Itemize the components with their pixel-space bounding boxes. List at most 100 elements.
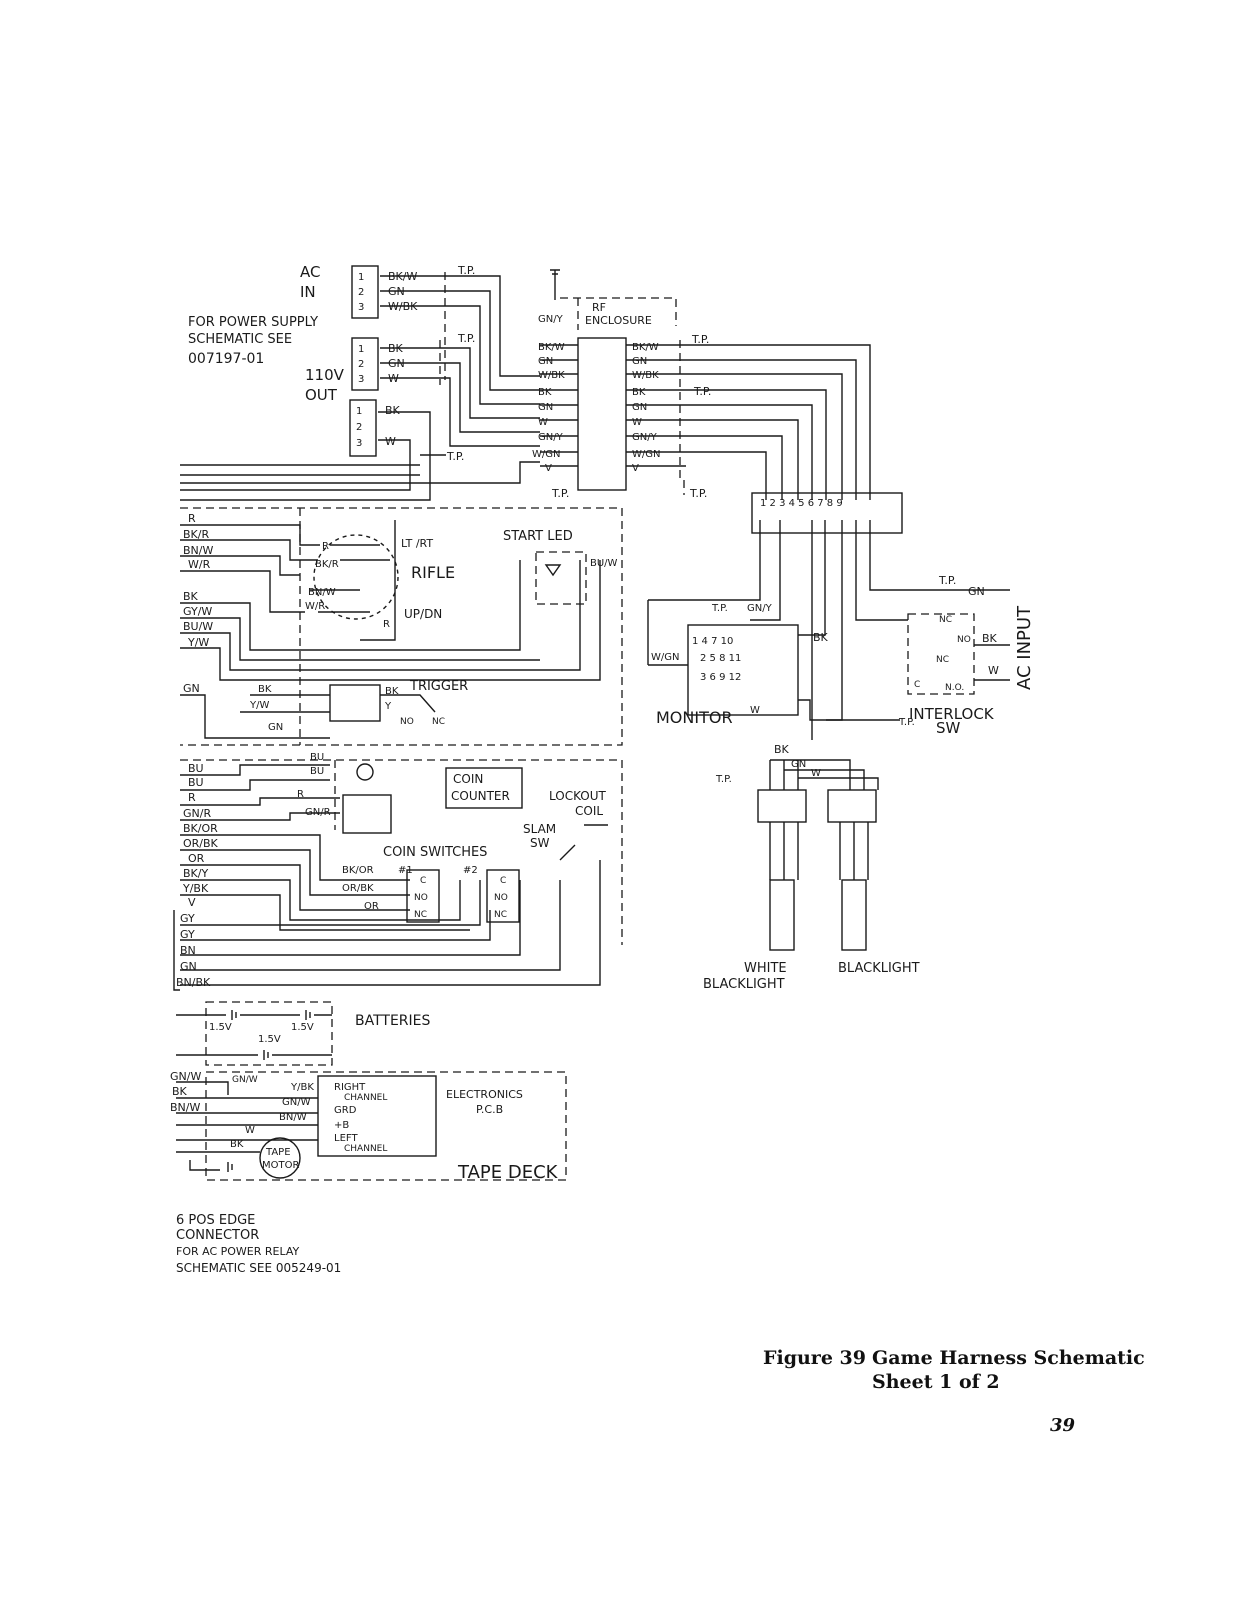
blacklight-label: BLACKLIGHT bbox=[838, 961, 920, 976]
wire-label: W bbox=[632, 417, 642, 428]
svg-text:3: 3 bbox=[358, 374, 364, 385]
svg-text:1 4 7 10: 1 4 7 10 bbox=[692, 636, 733, 647]
wire-label: R bbox=[322, 541, 329, 552]
rifle-assembly: R BK/R BN/W W/R BK GY/W BU/W Y/W R BK/R … bbox=[180, 507, 623, 746]
wire-label: OR/BK bbox=[183, 837, 219, 850]
wire-label: W/BK bbox=[538, 370, 565, 381]
trigger-label: TRIGGER bbox=[409, 679, 468, 694]
wire-label: BK/W bbox=[538, 342, 565, 353]
slam-sw-label: SLAM bbox=[523, 822, 556, 836]
wire-label: BU/W bbox=[183, 620, 213, 633]
test-point-label: T.P. bbox=[715, 774, 732, 785]
wire-label: GN/W bbox=[232, 1075, 258, 1085]
monitor-label: MONITOR bbox=[656, 708, 733, 727]
batteries-label: BATTERIES bbox=[355, 1013, 431, 1029]
wire-label: R bbox=[188, 512, 196, 525]
wire-label: GN/Y bbox=[538, 432, 564, 443]
coin-counter-label-2: COUNTER bbox=[451, 789, 510, 803]
wire-label: BK bbox=[258, 684, 272, 695]
start-led-label: START LED bbox=[503, 529, 573, 544]
coin-switches-label: COIN SWITCHES bbox=[383, 845, 487, 860]
svg-text:3: 3 bbox=[358, 302, 364, 313]
wire-label: GN bbox=[268, 722, 283, 733]
wire-label: BK/R bbox=[315, 559, 339, 570]
relay-note: FOR AC POWER RELAY bbox=[176, 1245, 300, 1258]
contact-label: N.O. bbox=[945, 683, 964, 693]
wire-label: GN/W bbox=[282, 1097, 311, 1108]
wire-label: Y bbox=[384, 701, 392, 712]
wire-label: GN/R bbox=[305, 807, 331, 818]
wire-label: BU/W bbox=[590, 558, 618, 569]
wire-label: BK bbox=[632, 387, 646, 398]
contact-label: NC bbox=[414, 910, 427, 920]
right-channel-label: RIGHT bbox=[334, 1082, 366, 1093]
out-label: 110V bbox=[305, 366, 345, 384]
svg-text:2: 2 bbox=[358, 287, 364, 298]
svg-text:2: 2 bbox=[358, 359, 364, 370]
aux-connector: 1 2 3 BK W T.P. bbox=[349, 399, 464, 463]
test-point-label: T.P. bbox=[551, 487, 569, 500]
wire-label: W bbox=[385, 435, 396, 448]
wire-label: GN/Y bbox=[747, 603, 773, 614]
wire-label: NO bbox=[400, 717, 414, 727]
rifle-lt-rt: LT /RT bbox=[401, 537, 433, 550]
wire-label: GN/Y bbox=[632, 432, 658, 443]
batteries: BATTERIES 1.5V 1.5V 1.5V bbox=[176, 1001, 431, 1066]
interlock-label: INTERLOCK bbox=[909, 705, 995, 723]
figure-number: Figure 39 bbox=[763, 1347, 866, 1369]
wire-label: W bbox=[538, 417, 548, 428]
ac-input-label: AC INPUT bbox=[1014, 605, 1035, 690]
wire-label: BK bbox=[774, 743, 790, 756]
edge-connector-label-2: CONNECTOR bbox=[176, 1228, 259, 1243]
wire-label: GN bbox=[538, 356, 553, 367]
wire-label: OR bbox=[364, 901, 379, 912]
contact-label: C bbox=[500, 876, 506, 886]
contact-label: C bbox=[914, 680, 920, 690]
wire-label: GN bbox=[538, 402, 553, 413]
wire-label: BK bbox=[982, 632, 998, 645]
wire-label: GN bbox=[632, 402, 647, 413]
rifle-up-dn: UP/DN bbox=[404, 607, 442, 621]
test-point-label: T.P. bbox=[457, 264, 475, 277]
wire-label: BK bbox=[183, 590, 199, 603]
wire-label: Y/BK bbox=[182, 882, 209, 895]
power-supply-note: FOR POWER SUPPLY bbox=[188, 315, 318, 330]
tape-motor-label-2: MOTOR bbox=[262, 1160, 299, 1171]
wire-label: Y/W bbox=[187, 636, 209, 649]
wire-label: BK/R bbox=[183, 528, 209, 541]
test-point-label: T.P. bbox=[693, 385, 711, 398]
figure-sheet: Sheet 1 of 2 bbox=[872, 1371, 1000, 1393]
grd-label: GRD bbox=[334, 1105, 357, 1116]
wire-label: W/GN bbox=[651, 652, 680, 663]
wire-label: W/BK bbox=[632, 370, 659, 381]
coin-switch-1-label: #1 bbox=[398, 865, 413, 876]
wire-label: BU bbox=[310, 752, 324, 763]
wire-label: BK bbox=[385, 686, 399, 697]
wire-label: BN/W bbox=[279, 1112, 307, 1123]
wire-label: BK bbox=[172, 1085, 188, 1098]
wire-label: V bbox=[545, 463, 552, 474]
battery-voltage: 1.5V bbox=[291, 1022, 314, 1033]
right-channel-label-2: CHANNEL bbox=[344, 1093, 387, 1103]
test-point-label: T.P. bbox=[457, 332, 475, 345]
wire-label: OR/BK bbox=[342, 883, 374, 894]
monitor-connector: 1 4 7 10 2 5 8 11 3 6 9 12 MONITOR W/GN … bbox=[647, 520, 843, 727]
rf-enclosure: RF ENCLOSURE GN/Y BK/W GN W/BK BK GN W G… bbox=[532, 269, 711, 500]
left-channel-label-2: CHANNEL bbox=[344, 1144, 387, 1154]
wire-label: BU bbox=[310, 766, 324, 777]
wire-label: BK/OR bbox=[183, 822, 218, 835]
power-supply-note: SCHEMATIC SEE bbox=[188, 332, 292, 347]
wire-label: BK bbox=[385, 404, 401, 417]
wire-label: GY bbox=[180, 928, 195, 941]
wire-label: GN bbox=[183, 682, 200, 695]
tape-motor-label: TAPE bbox=[265, 1147, 291, 1158]
ac-in-connector: AC IN 1 2 3 BK/W GN W/BK T.P. bbox=[300, 263, 475, 319]
edge-connector-label: 6 POS EDGE bbox=[176, 1213, 255, 1228]
wire-label: NC bbox=[432, 717, 445, 727]
rifle-label: RIFLE bbox=[411, 563, 455, 582]
coin-counter-label: COIN bbox=[453, 772, 483, 786]
wire-label: W bbox=[245, 1125, 255, 1136]
coin-switch-2-label: #2 bbox=[463, 865, 478, 876]
wire-label: GN bbox=[968, 585, 985, 598]
wire-label: BU bbox=[188, 776, 204, 789]
